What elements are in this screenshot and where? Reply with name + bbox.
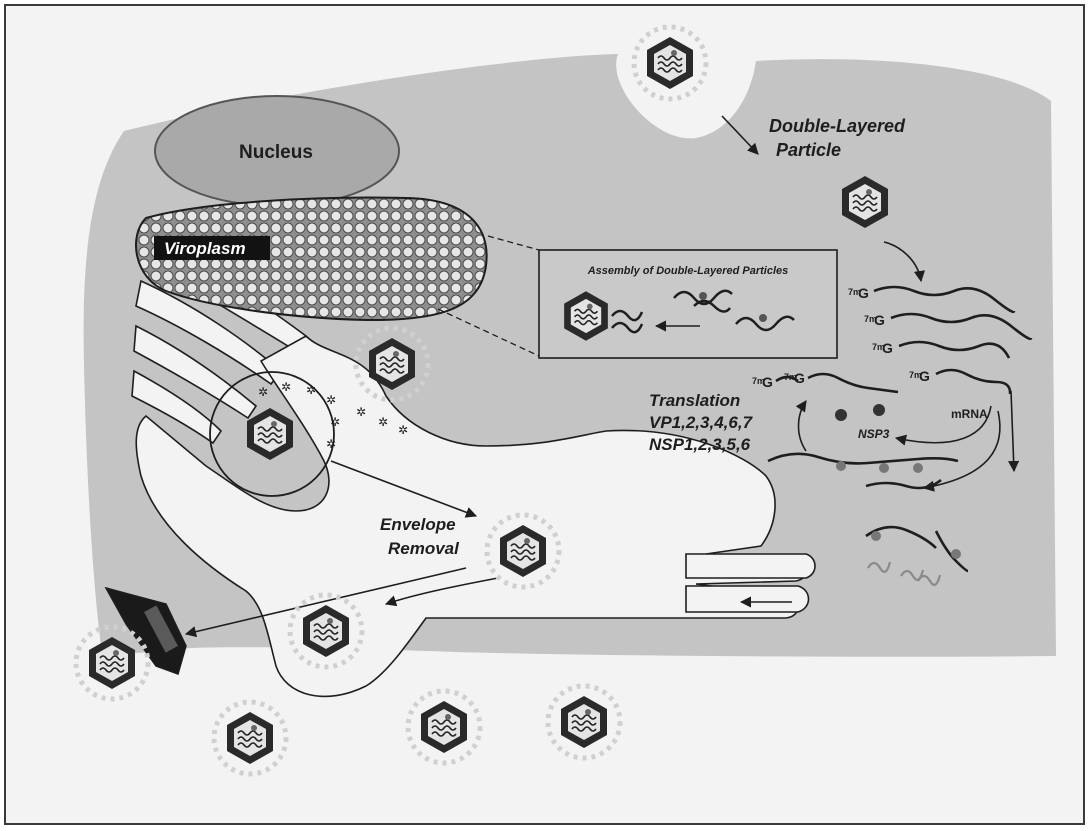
svg-text:Translation: Translation: [649, 391, 740, 410]
svg-text:G: G: [919, 368, 930, 384]
svg-text:✲: ✲: [378, 415, 388, 429]
virus-particle-released-2: [408, 691, 480, 763]
translation-label: Translation VP1,2,3,4,6,7 NSP1,2,3,5,6: [649, 391, 754, 454]
svg-text:✲: ✲: [330, 415, 340, 429]
svg-text:G: G: [794, 370, 805, 386]
svg-text:G: G: [874, 312, 885, 328]
assembly-box-title: Assembly of Double-Layered Particles: [587, 265, 789, 277]
virus-particle-released-3: [548, 686, 620, 758]
nucleus-label: Nucleus: [239, 142, 313, 163]
diagram-frame: Nucleus Viroplasm Assembly of Double-Lay…: [4, 4, 1085, 825]
svg-text:✲: ✲: [326, 437, 336, 451]
svg-text:Particle: Particle: [776, 140, 841, 160]
svg-text:✲: ✲: [398, 423, 408, 437]
svg-text:Double-Layered: Double-Layered: [769, 116, 906, 136]
rotavirus-replication-diagram: Nucleus Viroplasm Assembly of Double-Lay…: [6, 6, 1085, 825]
nsp3-label: NSP3: [858, 427, 890, 441]
svg-text:NSP1,2,3,5,6: NSP1,2,3,5,6: [649, 435, 751, 454]
svg-text:✲: ✲: [306, 383, 316, 397]
mrna-label: mRNA: [951, 407, 988, 421]
svg-text:G: G: [882, 340, 893, 356]
svg-text:✲: ✲: [356, 405, 366, 419]
svg-text:Removal: Removal: [388, 539, 460, 558]
svg-text:VP1,2,3,4,6,7: VP1,2,3,4,6,7: [649, 413, 754, 432]
virus-particle-released-1: [214, 702, 286, 774]
svg-text:✲: ✲: [326, 393, 336, 407]
svg-text:✲: ✲: [281, 380, 291, 394]
assembly-box: Assembly of Double-Layered Particles: [539, 250, 837, 358]
svg-text:Envelope: Envelope: [380, 515, 456, 534]
virus-particle-entering: [634, 27, 706, 99]
viroplasm-label: Viroplasm: [164, 239, 246, 258]
svg-text:G: G: [762, 374, 773, 390]
svg-text:G: G: [858, 285, 869, 301]
svg-text:✲: ✲: [258, 385, 268, 399]
nucleus: Nucleus: [155, 96, 399, 206]
